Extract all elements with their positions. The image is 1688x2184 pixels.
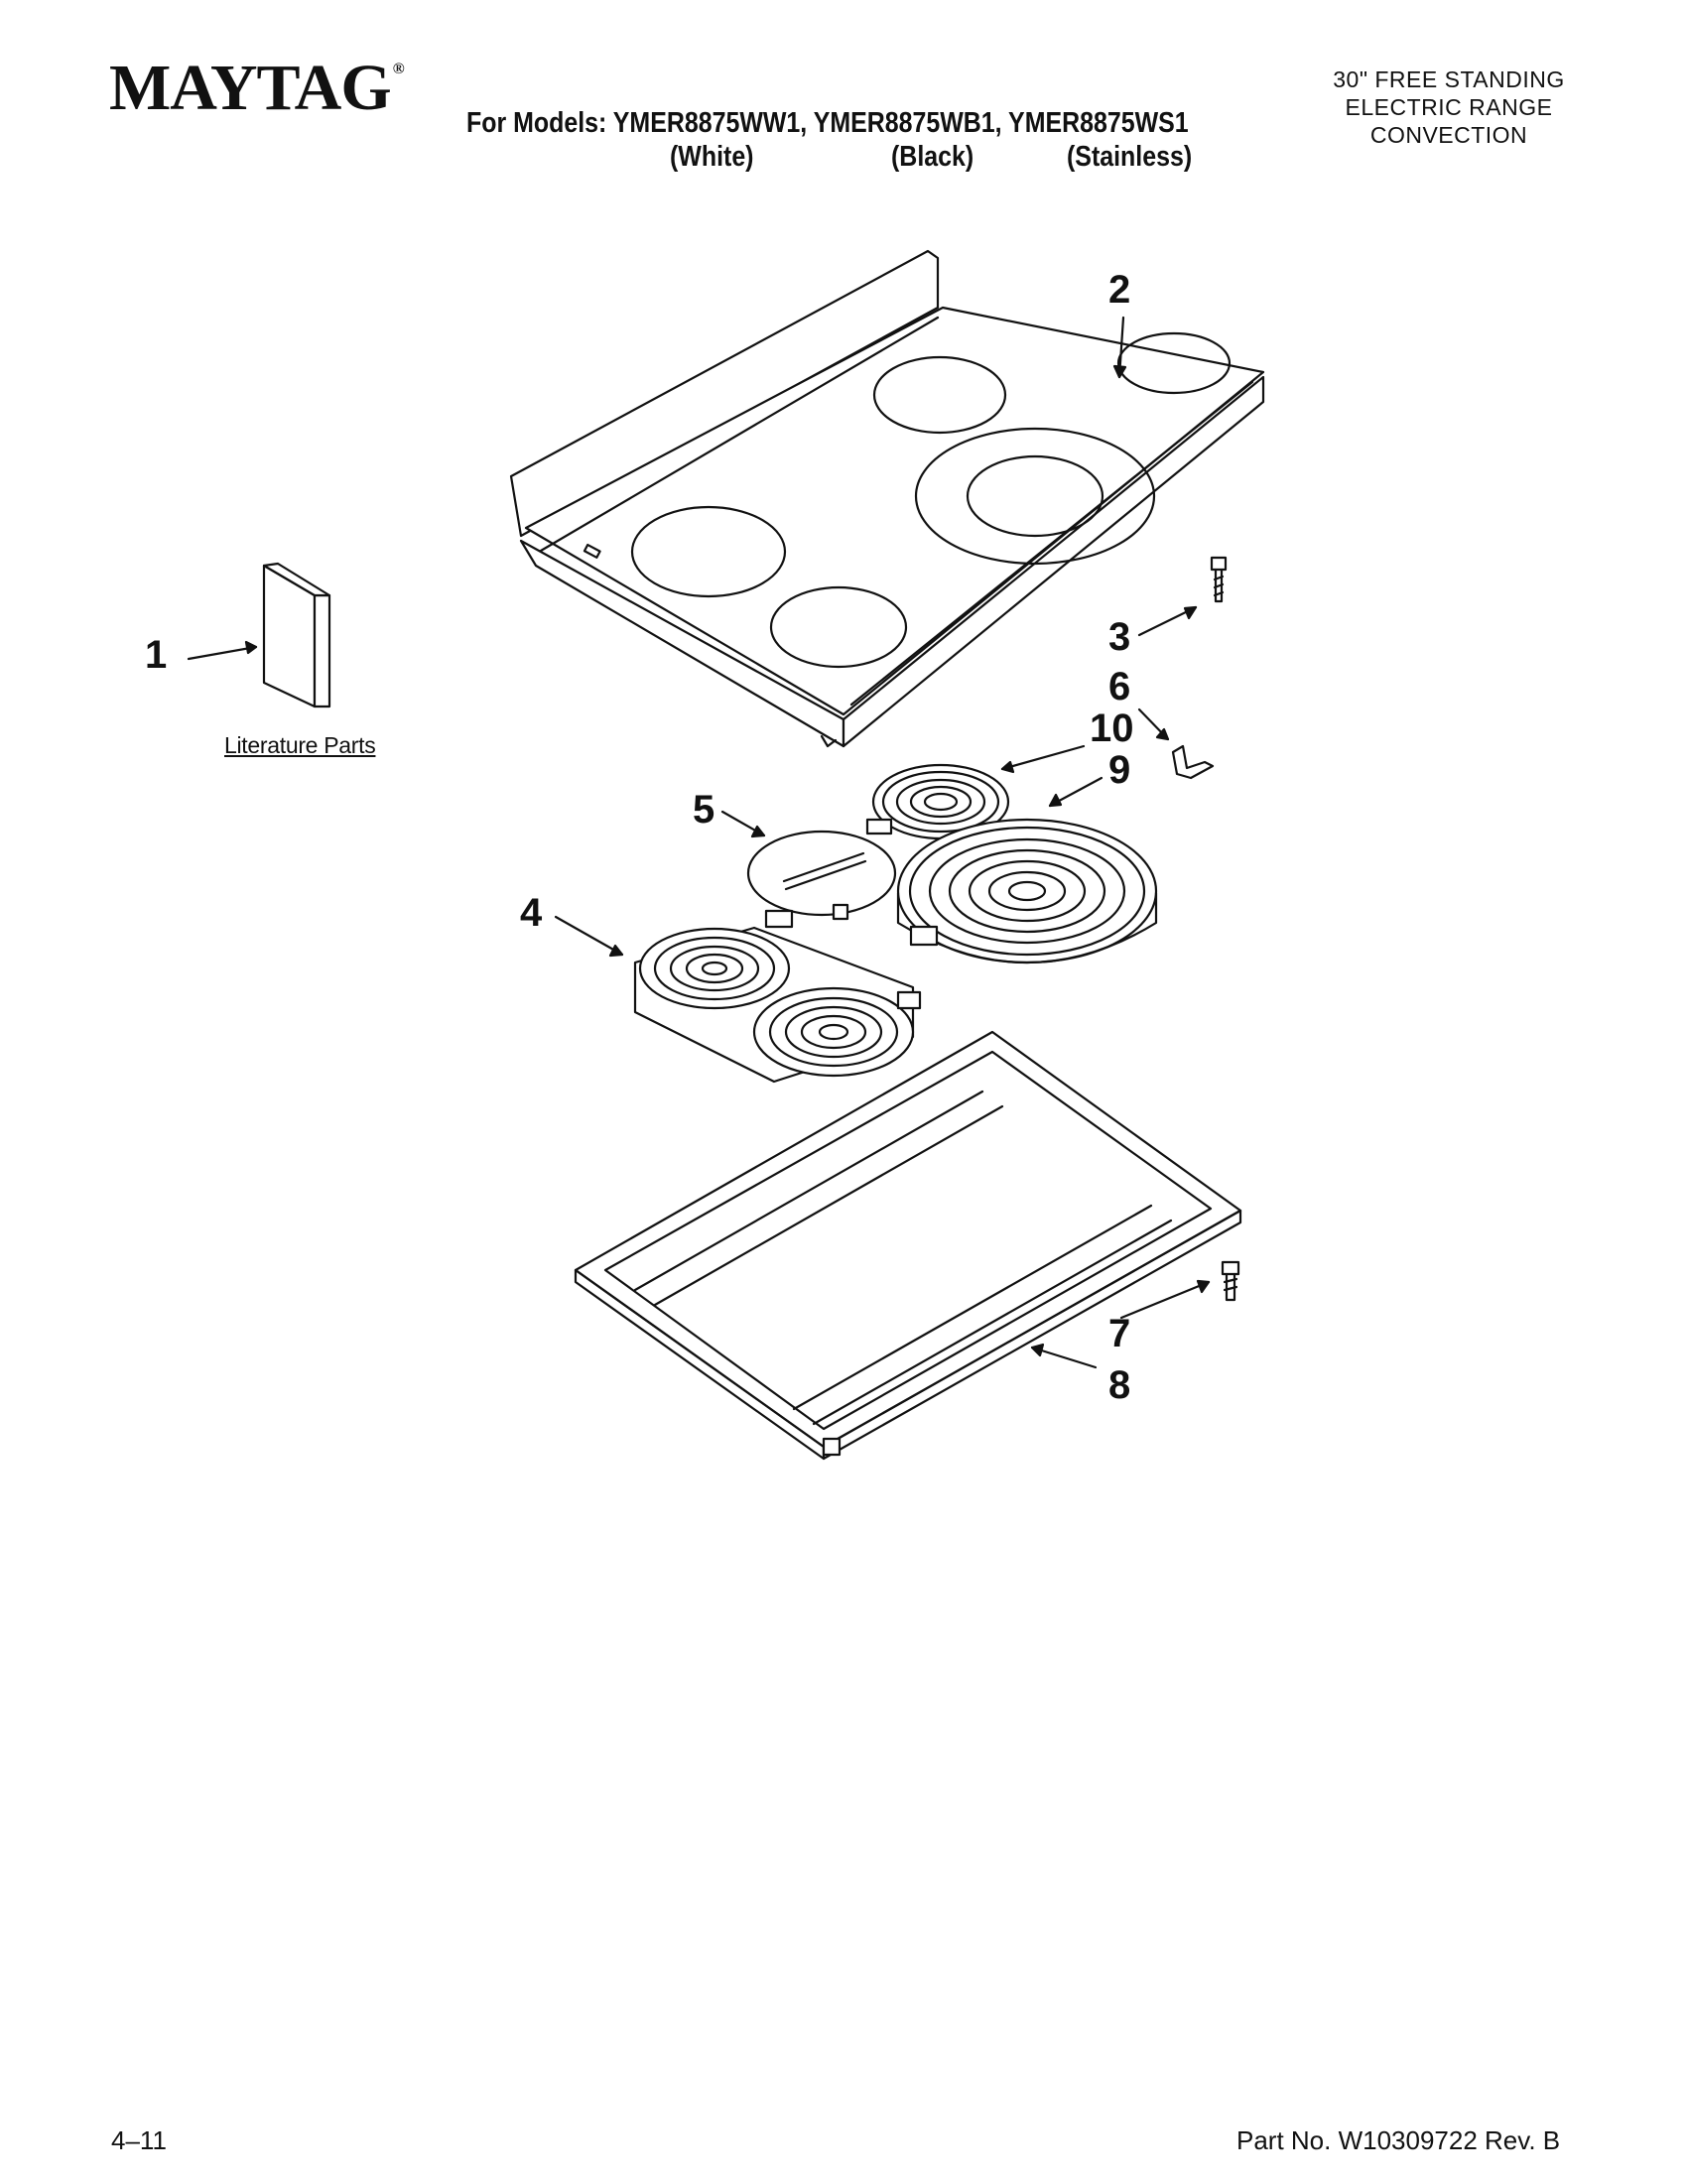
product-description: 30" FREE STANDING ELECTRIC RANGE CONVECT… xyxy=(1280,65,1618,149)
variant-stainless: (Stainless) xyxy=(1067,141,1193,173)
callout-3: 3 xyxy=(1108,615,1131,659)
small-element-part-10 xyxy=(865,763,1010,840)
leader-arrows xyxy=(187,316,1211,1369)
callout-1: 1 xyxy=(145,633,168,677)
callout-9: 9 xyxy=(1108,748,1131,792)
product-line-3: CONVECTION xyxy=(1369,122,1528,148)
date-code: 4–11 xyxy=(111,2125,167,2155)
literature-parts-label: Literature Parts xyxy=(224,732,376,758)
models-line: For Models: YMER8875WW1, YMER8875WB1, YM… xyxy=(466,107,1189,139)
dual-element-part-4 xyxy=(633,909,922,1084)
large-element-part-9 xyxy=(896,818,1158,964)
screw-part-7 xyxy=(1221,1260,1240,1302)
cooktop-assembly xyxy=(509,249,1265,748)
product-line-1: 30" FREE STANDING xyxy=(1333,66,1565,92)
sensor-plate-part-5 xyxy=(746,830,897,921)
callout-7: 7 xyxy=(1108,1312,1131,1355)
brand-logo: MAYTAG® xyxy=(109,56,405,121)
literature-booklet xyxy=(262,562,331,708)
callout-10: 10 xyxy=(1090,707,1134,750)
variant-black: (Black) xyxy=(891,141,974,173)
callout-2: 2 xyxy=(1108,268,1131,312)
registered-mark: ® xyxy=(392,61,405,77)
callout-4: 4 xyxy=(520,891,543,935)
callout-5: 5 xyxy=(693,788,715,832)
bracket-part-6 xyxy=(1171,744,1215,780)
product-line-2: ELECTRIC RANGE xyxy=(1345,94,1553,120)
burner-box-part-8 xyxy=(574,1030,1242,1461)
brand-name: MAYTAG xyxy=(109,52,392,124)
part-number: Part No. W10309722 Rev. B xyxy=(1236,2125,1561,2155)
variant-white: (White) xyxy=(670,141,754,173)
screw-part-3 xyxy=(1210,556,1228,603)
callout-8: 8 xyxy=(1108,1363,1131,1407)
callout-6: 6 xyxy=(1108,665,1131,708)
